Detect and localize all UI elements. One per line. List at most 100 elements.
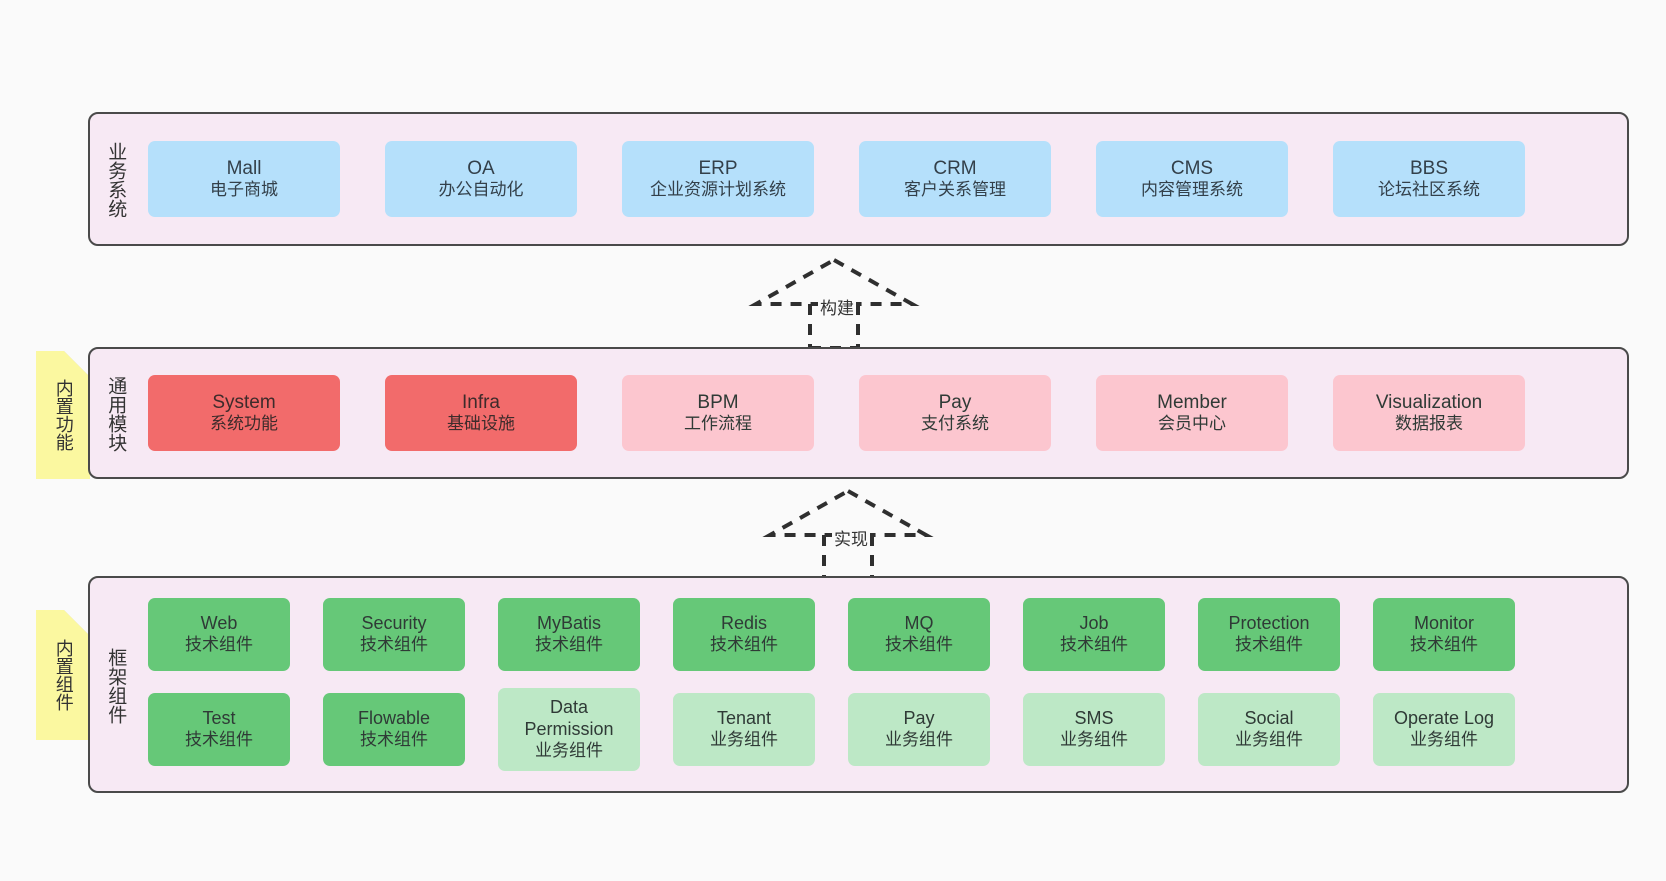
node-tenant[interactable]: Tenant 业务组件 bbox=[673, 693, 815, 766]
node-cms[interactable]: CMS 内容管理系统 bbox=[1096, 141, 1288, 217]
node-sms-name: SMS bbox=[1074, 708, 1114, 729]
node-system[interactable]: System 系统功能 bbox=[148, 375, 340, 451]
node-cms-name: CMS bbox=[1170, 158, 1214, 180]
node-mybatis-desc: 技术组件 bbox=[535, 635, 603, 655]
node-security-name: Security bbox=[361, 613, 427, 634]
node-infra-desc: 基础设施 bbox=[447, 414, 515, 434]
note-builtin-component-text: 内置组件 bbox=[53, 639, 74, 711]
node-social-name: Social bbox=[1244, 708, 1294, 729]
node-erp[interactable]: ERP 企业资源计划系统 bbox=[622, 141, 814, 217]
node-test[interactable]: Test 技术组件 bbox=[148, 693, 290, 766]
node-crm-desc: 客户关系管理 bbox=[904, 180, 1006, 200]
node-bbs-name: BBS bbox=[1409, 158, 1449, 180]
node-mall-name: Mall bbox=[226, 158, 262, 180]
node-protection[interactable]: Protection 技术组件 bbox=[1198, 598, 1340, 671]
node-pay-module[interactable]: Pay 支付系统 bbox=[859, 375, 1051, 451]
node-tenant-name: Tenant bbox=[716, 708, 772, 729]
node-erp-desc: 企业资源计划系统 bbox=[650, 180, 786, 200]
node-bpm[interactable]: BPM 工作流程 bbox=[622, 375, 814, 451]
node-bbs[interactable]: BBS 论坛社区系统 bbox=[1333, 141, 1525, 217]
node-job-desc: 技术组件 bbox=[1060, 635, 1128, 655]
lane-business-system[interactable]: 业务系统 Mall 电子商城 OA 办公自动化 ERP 企业资源计划系统 CRM… bbox=[88, 112, 1629, 246]
node-web-desc: 技术组件 bbox=[185, 635, 253, 655]
node-operate-log-name: Operate Log bbox=[1393, 708, 1495, 729]
node-mq[interactable]: MQ 技术组件 bbox=[848, 598, 990, 671]
node-member-desc: 会员中心 bbox=[1158, 414, 1226, 434]
node-operate-log-desc: 业务组件 bbox=[1410, 730, 1478, 750]
node-visualization-desc: 数据报表 bbox=[1395, 414, 1463, 434]
lane-framework-component[interactable]: 框架组件 Web 技术组件 Security 技术组件 MyBatis 技术组件… bbox=[88, 576, 1629, 793]
node-web[interactable]: Web 技术组件 bbox=[148, 598, 290, 671]
node-oa-name: OA bbox=[467, 158, 495, 180]
node-redis-name: Redis bbox=[720, 613, 768, 634]
node-monitor[interactable]: Monitor 技术组件 bbox=[1373, 598, 1515, 671]
node-mybatis[interactable]: MyBatis 技术组件 bbox=[498, 598, 640, 671]
node-sms-desc: 业务组件 bbox=[1060, 730, 1128, 750]
node-pay-component-name: Pay bbox=[903, 708, 935, 729]
node-crm[interactable]: CRM 客户关系管理 bbox=[859, 141, 1051, 217]
node-bpm-desc: 工作流程 bbox=[684, 414, 752, 434]
node-data-permission-desc: 业务组件 bbox=[535, 741, 603, 761]
node-job-name: Job bbox=[1079, 613, 1109, 634]
node-pay-module-name: Pay bbox=[938, 392, 972, 414]
node-oa[interactable]: OA 办公自动化 bbox=[385, 141, 577, 217]
node-flowable[interactable]: Flowable 技术组件 bbox=[323, 693, 465, 766]
node-web-name: Web bbox=[200, 613, 238, 634]
connector-build: 构建 bbox=[748, 257, 920, 350]
node-redis-desc: 技术组件 bbox=[710, 635, 778, 655]
lane-body-common-module: System 系统功能 Infra 基础设施 BPM 工作流程 Pay 支付系统… bbox=[140, 349, 1627, 477]
node-oa-desc: 办公自动化 bbox=[438, 180, 524, 200]
node-system-name: System bbox=[212, 392, 276, 414]
node-security[interactable]: Security 技术组件 bbox=[323, 598, 465, 671]
lane-common-module[interactable]: 通用模块 System 系统功能 Infra 基础设施 BPM 工作流程 Pay… bbox=[88, 347, 1629, 479]
node-tenant-desc: 业务组件 bbox=[710, 730, 778, 750]
node-pay-module-desc: 支付系统 bbox=[921, 414, 989, 434]
node-infra-name: Infra bbox=[461, 392, 501, 414]
node-social[interactable]: Social 业务组件 bbox=[1198, 693, 1340, 766]
note-fold-icon bbox=[64, 351, 90, 377]
node-flowable-desc: 技术组件 bbox=[360, 730, 428, 750]
node-redis[interactable]: Redis 技术组件 bbox=[673, 598, 815, 671]
node-job[interactable]: Job 技术组件 bbox=[1023, 598, 1165, 671]
node-monitor-name: Monitor bbox=[1413, 613, 1475, 634]
node-bbs-desc: 论坛社区系统 bbox=[1378, 180, 1480, 200]
connector-implement-label: 实现 bbox=[832, 525, 870, 550]
note-builtin-component[interactable]: 内置组件 bbox=[36, 610, 90, 740]
node-test-name: Test bbox=[202, 708, 236, 729]
node-system-desc: 系统功能 bbox=[210, 414, 278, 434]
node-sms[interactable]: SMS 业务组件 bbox=[1023, 693, 1165, 766]
node-crm-name: CRM bbox=[933, 158, 977, 180]
node-pay-component[interactable]: Pay 业务组件 bbox=[848, 693, 990, 766]
lane-title-business-system: 业务系统 bbox=[105, 142, 127, 218]
lane-body-framework-component: Web 技术组件 Security 技术组件 MyBatis 技术组件 Redi… bbox=[140, 578, 1627, 791]
node-data-permission-name: Data Permission bbox=[524, 697, 614, 740]
lane-body-business-system: Mall 电子商城 OA 办公自动化 ERP 企业资源计划系统 CRM 客户关系… bbox=[140, 114, 1627, 244]
node-pay-component-desc: 业务组件 bbox=[885, 730, 953, 750]
node-visualization-name: Visualization bbox=[1375, 392, 1483, 414]
node-cms-desc: 内容管理系统 bbox=[1141, 180, 1243, 200]
node-infra[interactable]: Infra 基础设施 bbox=[385, 375, 577, 451]
node-bpm-name: BPM bbox=[697, 392, 739, 414]
node-mq-desc: 技术组件 bbox=[885, 635, 953, 655]
node-protection-name: Protection bbox=[1228, 613, 1310, 634]
node-flowable-name: Flowable bbox=[357, 708, 431, 729]
node-test-desc: 技术组件 bbox=[185, 730, 253, 750]
node-mybatis-name: MyBatis bbox=[536, 613, 601, 634]
framework-row-tech: Web 技术组件 Security 技术组件 MyBatis 技术组件 Redi… bbox=[148, 598, 1515, 671]
note-fold-icon bbox=[64, 610, 90, 636]
node-social-desc: 业务组件 bbox=[1235, 730, 1303, 750]
node-monitor-desc: 技术组件 bbox=[1410, 635, 1478, 655]
node-data-permission[interactable]: Data Permission 业务组件 bbox=[498, 688, 640, 771]
lane-title-framework-component: 框架组件 bbox=[105, 647, 127, 724]
node-erp-name: ERP bbox=[698, 158, 738, 180]
lane-title-common-module: 通用模块 bbox=[105, 376, 127, 452]
node-visualization[interactable]: Visualization 数据报表 bbox=[1333, 375, 1525, 451]
node-operate-log[interactable]: Operate Log 业务组件 bbox=[1373, 693, 1515, 766]
node-member[interactable]: Member 会员中心 bbox=[1096, 375, 1288, 451]
framework-row-business: Test 技术组件 Flowable 技术组件 Data Permission … bbox=[148, 688, 1515, 771]
node-mall[interactable]: Mall 电子商城 bbox=[148, 141, 340, 217]
node-member-name: Member bbox=[1157, 392, 1227, 414]
note-builtin-function[interactable]: 内置功能 bbox=[36, 351, 90, 479]
node-mall-desc: 电子商城 bbox=[210, 180, 278, 200]
